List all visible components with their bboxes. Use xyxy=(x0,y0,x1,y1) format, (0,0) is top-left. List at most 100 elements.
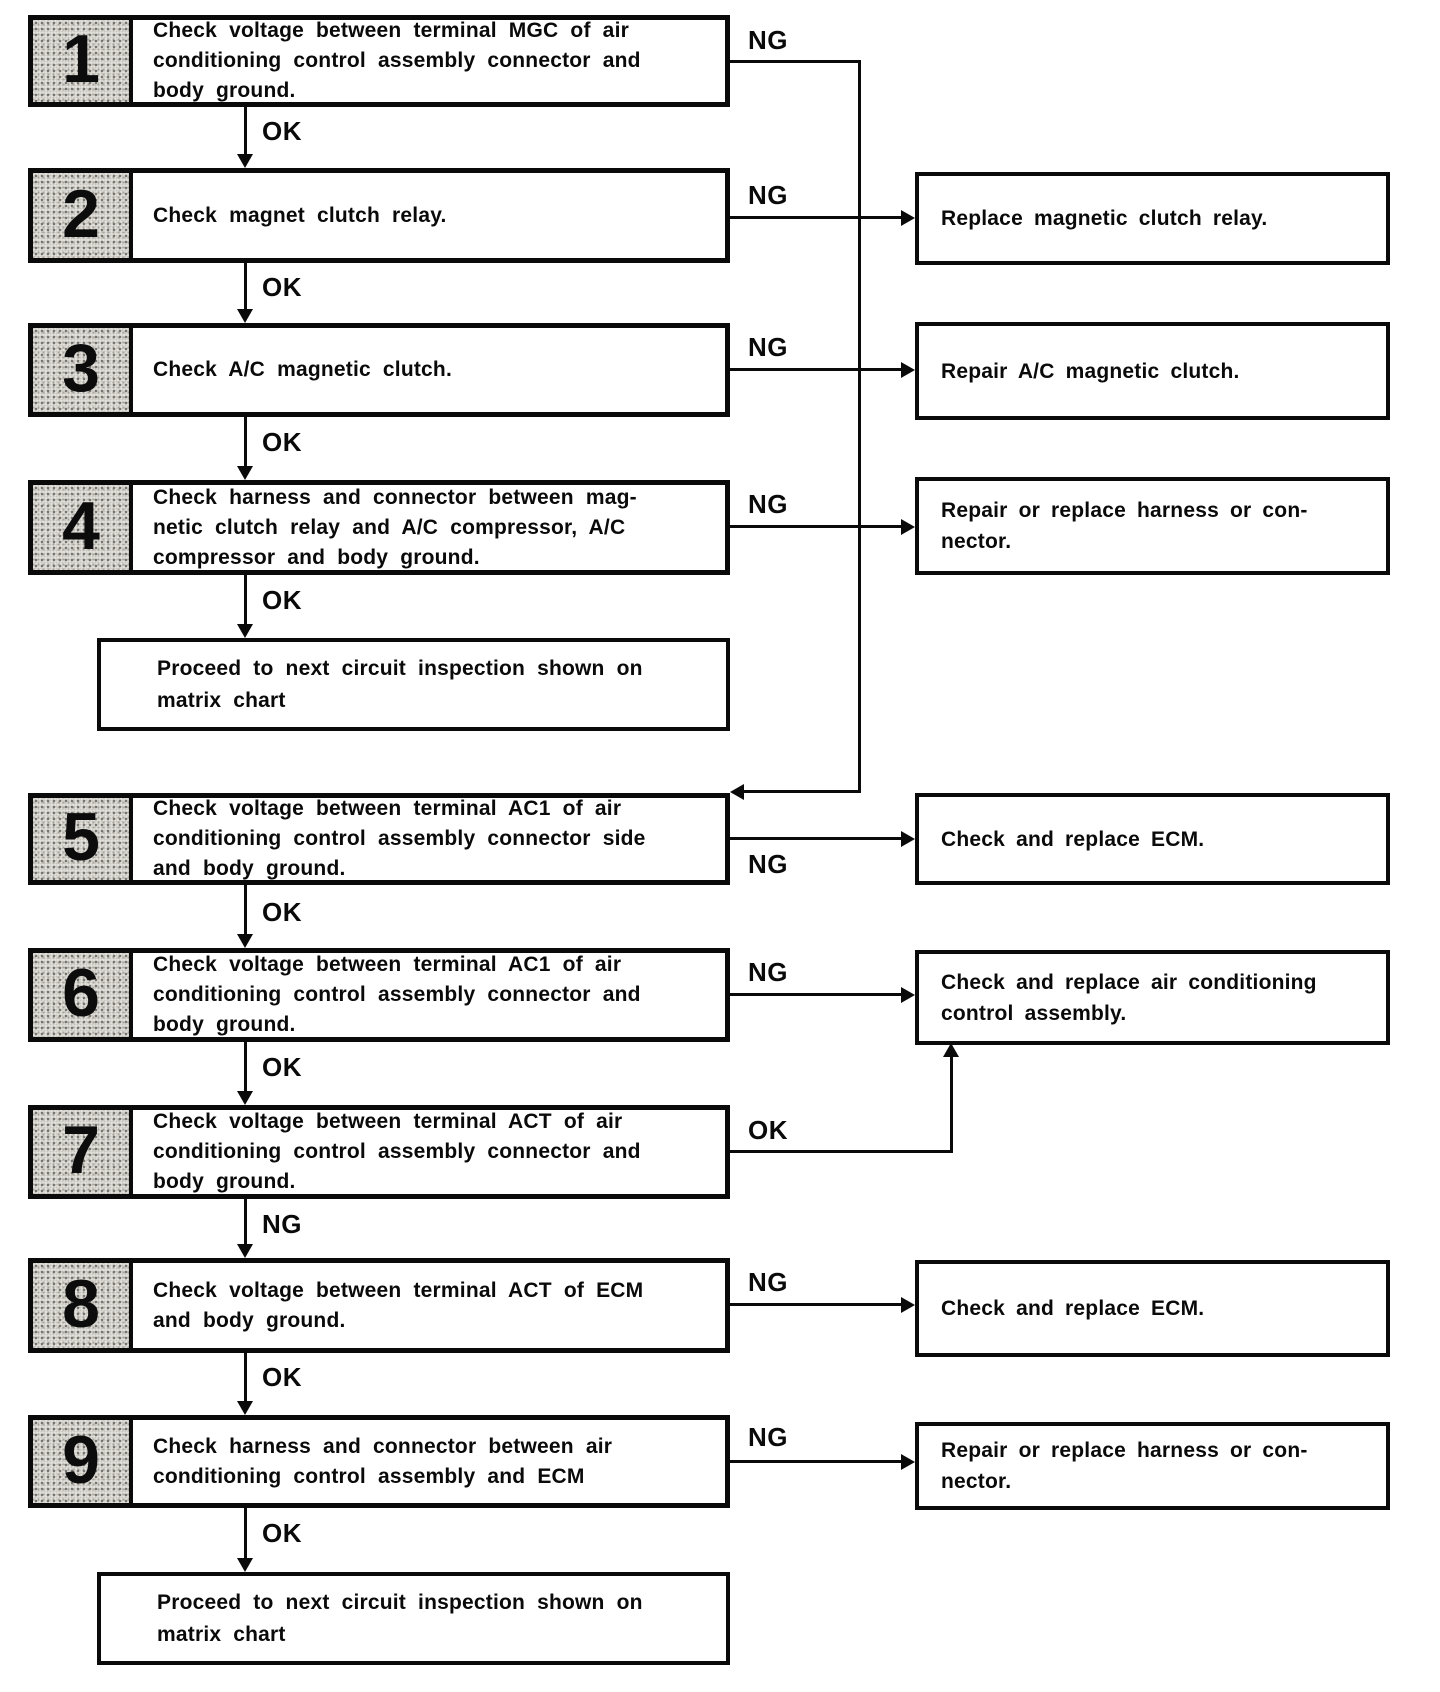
step-9-number: 9 xyxy=(62,1421,100,1498)
step-8-box: 8 Check voltage between terminal ACT of … xyxy=(28,1258,730,1353)
branch-arrow-5 xyxy=(901,831,915,847)
step-3-number: 3 xyxy=(62,330,100,406)
branch-label-1: NG xyxy=(748,25,788,55)
flow-line-down-7 xyxy=(244,1199,247,1245)
step-1-text: Check voltage between terminal MGC of ai… xyxy=(153,19,641,102)
branch-label-2: NG xyxy=(748,180,788,210)
arrow-down-5 xyxy=(237,934,253,948)
step-4-text: Check harness and connector between mag-… xyxy=(153,485,637,569)
step-2-number: 2 xyxy=(62,175,100,252)
step-4-box: 4 Check harness and connector between ma… xyxy=(28,480,730,575)
down-label-7: NG xyxy=(262,1209,302,1239)
proceed-box-1: Proceed to next circuit inspection shown… xyxy=(97,638,730,731)
down-label-1: OK xyxy=(262,116,302,146)
flow-line-down-3 xyxy=(244,417,247,467)
step-3-box: 3 Check A/C magnetic clutch. xyxy=(28,323,730,417)
step-5-text: Check voltage between terminal AC1 of ai… xyxy=(153,797,646,880)
step-6-text: Check voltage between terminal AC1 of ai… xyxy=(153,953,641,1036)
step-5-box: 5 Check voltage between terminal AC1 of … xyxy=(28,793,730,885)
branch-line-5 xyxy=(730,837,902,840)
step-7-number: 7 xyxy=(62,1112,100,1188)
arrow-down-1 xyxy=(237,154,253,168)
arrow-down-8 xyxy=(237,1401,253,1415)
arrow-down-2 xyxy=(237,309,253,323)
step-9-box: 9 Check harness and connector between ai… xyxy=(28,1415,730,1508)
action-box-replace-ecm-1: Check and replace ECM. xyxy=(915,793,1390,885)
step-4-number: 4 xyxy=(62,487,100,564)
down-label-9: OK xyxy=(262,1518,302,1548)
step-7-ok-line-horizontal xyxy=(730,1150,953,1153)
branch-arrow-3 xyxy=(901,362,915,378)
feedback-line-vertical xyxy=(858,60,861,793)
branch-label-6: NG xyxy=(748,957,788,987)
step-5-number: 5 xyxy=(62,799,100,875)
flow-line-down-8 xyxy=(244,1353,247,1402)
branch-line-2 xyxy=(730,216,902,219)
step-9-text: Check harness and connector between air … xyxy=(153,1434,613,1488)
action-box-replace-control-assembly: Check and replace air conditioning contr… xyxy=(915,950,1390,1045)
branch-arrow-2 xyxy=(901,210,915,226)
step-8-number: 8 xyxy=(62,1265,100,1342)
step-7-number-tab: 7 xyxy=(33,1110,133,1194)
action-box-repair-harness-2: Repair or replace harness or con- nector… xyxy=(915,1422,1390,1510)
arrow-down-4 xyxy=(237,624,253,638)
down-label-4: OK xyxy=(262,585,302,615)
arrow-down-7 xyxy=(237,1244,253,1258)
step-8-text: Check voltage between terminal ACT of EC… xyxy=(153,1278,644,1332)
flow-line-down-6 xyxy=(244,1042,247,1092)
branch-arrow-6 xyxy=(901,987,915,1003)
branch-label-9: NG xyxy=(748,1422,788,1452)
flow-line-down-5 xyxy=(244,885,247,935)
branch-line-6 xyxy=(730,993,902,996)
arrow-down-6 xyxy=(237,1091,253,1105)
step-3-number-tab: 3 xyxy=(33,328,133,412)
step-6-box: 6 Check voltage between terminal AC1 of … xyxy=(28,948,730,1042)
branch-arrow-4 xyxy=(901,519,915,535)
branch-label-4: NG xyxy=(748,489,788,519)
step-8-number-tab: 8 xyxy=(33,1263,133,1348)
branch-line-3 xyxy=(730,368,902,371)
feedback-line-bottom xyxy=(744,790,860,793)
action-box-repair-harness-1: Repair or replace harness or con- nector… xyxy=(915,477,1390,575)
flow-line-down-9 xyxy=(244,1508,247,1559)
flow-line-down-1 xyxy=(244,107,247,155)
step-7-ok-arrow-up xyxy=(943,1043,959,1057)
step-1-box: 1 Check voltage between terminal MGC of … xyxy=(28,15,730,107)
arrow-down-9 xyxy=(237,1558,253,1572)
action-box-repair-clutch: Repair A/C magnetic clutch. xyxy=(915,322,1390,420)
down-label-5: OK xyxy=(262,897,302,927)
flow-line-down-2 xyxy=(244,263,247,310)
branch-line-9 xyxy=(730,1460,902,1463)
flow-line-down-4 xyxy=(244,575,247,625)
down-label-8: OK xyxy=(262,1362,302,1392)
step-1-number: 1 xyxy=(62,21,100,97)
step-2-text: Check magnet clutch relay. xyxy=(153,203,447,227)
action-box-replace-ecm-2: Check and replace ECM. xyxy=(915,1260,1390,1357)
branch-arrow-9 xyxy=(901,1454,915,1470)
step-3-text: Check A/C magnetic clutch. xyxy=(153,358,452,381)
arrow-down-3 xyxy=(237,466,253,480)
down-label-3: OK xyxy=(262,427,302,457)
proceed-box-2: Proceed to next circuit inspection shown… xyxy=(97,1572,730,1665)
branch-line-8 xyxy=(730,1303,902,1306)
step-6-number: 6 xyxy=(62,955,100,1031)
feedback-arrow-into-step-5 xyxy=(730,784,744,800)
step-5-number-tab: 5 xyxy=(33,798,133,880)
step-1-number-tab: 1 xyxy=(33,20,133,102)
step-7-ok-line-vertical xyxy=(950,1056,953,1153)
branch-label-7: OK xyxy=(748,1115,788,1145)
branch-arrow-8 xyxy=(901,1297,915,1313)
step-7-text: Check voltage between terminal ACT of ai… xyxy=(153,1110,641,1193)
feedback-line-top xyxy=(730,60,861,63)
down-label-2: OK xyxy=(262,272,302,302)
down-label-6: OK xyxy=(262,1052,302,1082)
step-4-number-tab: 4 xyxy=(33,485,133,570)
branch-label-8: NG xyxy=(748,1267,788,1297)
step-9-number-tab: 9 xyxy=(33,1420,133,1503)
branch-label-3: NG xyxy=(748,332,788,362)
step-7-box: 7 Check voltage between terminal ACT of … xyxy=(28,1105,730,1199)
action-box-replace-relay: Replace magnetic clutch relay. xyxy=(915,172,1390,265)
step-2-box: 2 Check magnet clutch relay. xyxy=(28,168,730,263)
branch-label-5: NG xyxy=(748,849,788,879)
